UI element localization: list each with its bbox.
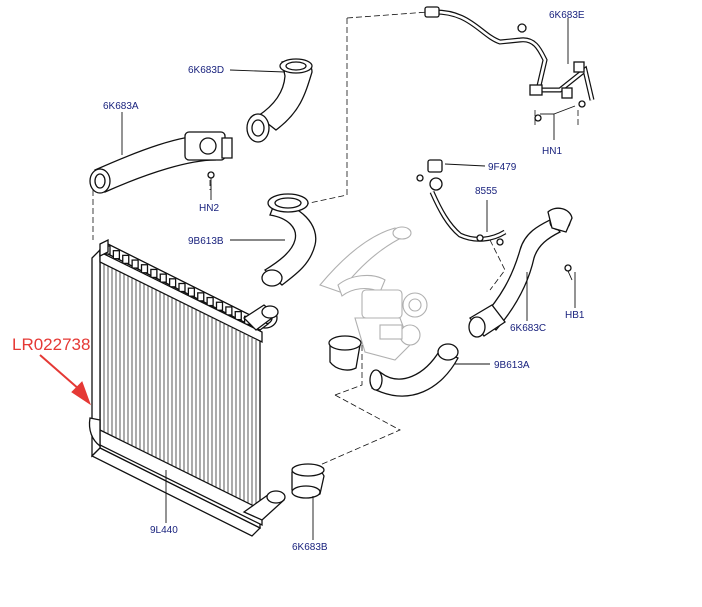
label-6K683D: 6K683D [188, 65, 224, 76]
part-6K683D-hose [246, 58, 313, 143]
label-6K683C: 6K683C [510, 323, 546, 334]
leader-lines [121, 18, 576, 540]
part-6K683A-pipe [89, 131, 233, 194]
label-9L440: 9L440 [150, 525, 178, 536]
label-9B613A: 9B613A [494, 360, 530, 371]
label-HN2: HN2 [199, 203, 219, 214]
ghost-turbocharger [319, 226, 428, 361]
label-6K683E: 6K683E [549, 10, 585, 21]
part-8555-tube [416, 159, 507, 246]
part-9B613A-hose [328, 335, 459, 397]
callout-arrow [39, 354, 91, 406]
label-9F479: 9F479 [488, 162, 517, 173]
callout-text: LR022738 [12, 335, 90, 354]
part-6K683B-coupling [291, 463, 325, 499]
part-6K683E-pipe [424, 6, 595, 122]
label-6K683A: 6K683A [103, 101, 139, 112]
label-HN1: HN1 [542, 146, 562, 157]
label-9B613B: 9B613B [188, 236, 224, 247]
part-6K683C-pipe [468, 207, 573, 338]
intercooler-fins [99, 245, 261, 510]
label-8555: 8555 [475, 186, 498, 197]
label-6K683B: 6K683B [292, 542, 328, 553]
part-9L440-intercooler [88, 238, 286, 537]
label-HB1: HB1 [565, 310, 585, 321]
assembly-dashed-lines [92, 11, 579, 466]
